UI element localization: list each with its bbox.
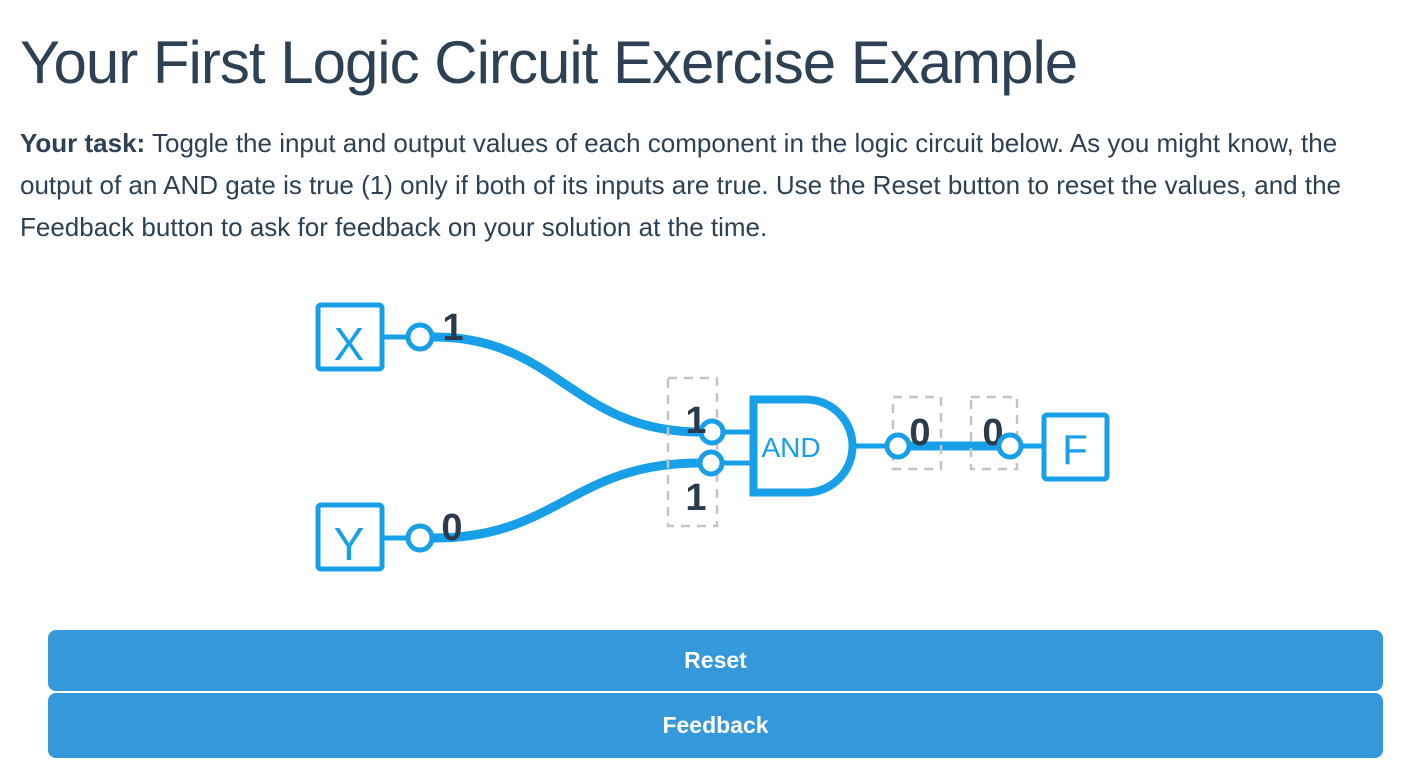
reset-button[interactable]: Reset — [48, 630, 1383, 691]
f-input-selection-box[interactable] — [969, 395, 1019, 471]
task-label: Your task: — [20, 128, 146, 158]
input-x-value[interactable]: 1 — [442, 307, 463, 349]
input-x-label: X — [334, 318, 365, 370]
input-y-value[interactable]: 0 — [441, 507, 462, 549]
input-x-box[interactable] — [315, 302, 385, 372]
page-title: Your First Logic Circuit Exercise Exampl… — [20, 29, 1078, 96]
and-gate-body[interactable] — [749, 395, 857, 497]
circuit-canvas: X 1 Y 0 1 1 AND 0 0 F — [315, 302, 1110, 572]
wire-x-to-gate — [429, 332, 706, 437]
gate-input-bottom-port[interactable] — [697, 449, 725, 477]
input-y-box[interactable] — [315, 502, 385, 572]
gate-input-bottom-value[interactable]: 1 — [685, 477, 706, 519]
feedback-button[interactable]: Feedback — [48, 693, 1383, 758]
input-y-label: Y — [334, 518, 365, 570]
gate-output-value[interactable]: 0 — [909, 412, 930, 454]
gate-input-top-value[interactable]: 1 — [685, 400, 706, 442]
f-input-port[interactable] — [996, 432, 1024, 460]
and-gate-label: AND — [761, 432, 820, 463]
output-f-label: F — [1062, 426, 1088, 473]
task-description: Your task: Toggle the input and output v… — [20, 122, 1402, 248]
output-f-box[interactable] — [1041, 412, 1110, 482]
wire-y-to-gate — [429, 458, 705, 543]
gate-inputs-selection-box[interactable] — [666, 376, 719, 528]
gate-input-top-port[interactable] — [698, 418, 726, 446]
gate-output-selection-box[interactable] — [891, 395, 943, 471]
input-y-port[interactable] — [405, 523, 435, 553]
task-text: Toggle the input and output values of ea… — [20, 128, 1341, 242]
input-x-port[interactable] — [405, 322, 435, 352]
gate-output-port[interactable] — [884, 432, 912, 460]
